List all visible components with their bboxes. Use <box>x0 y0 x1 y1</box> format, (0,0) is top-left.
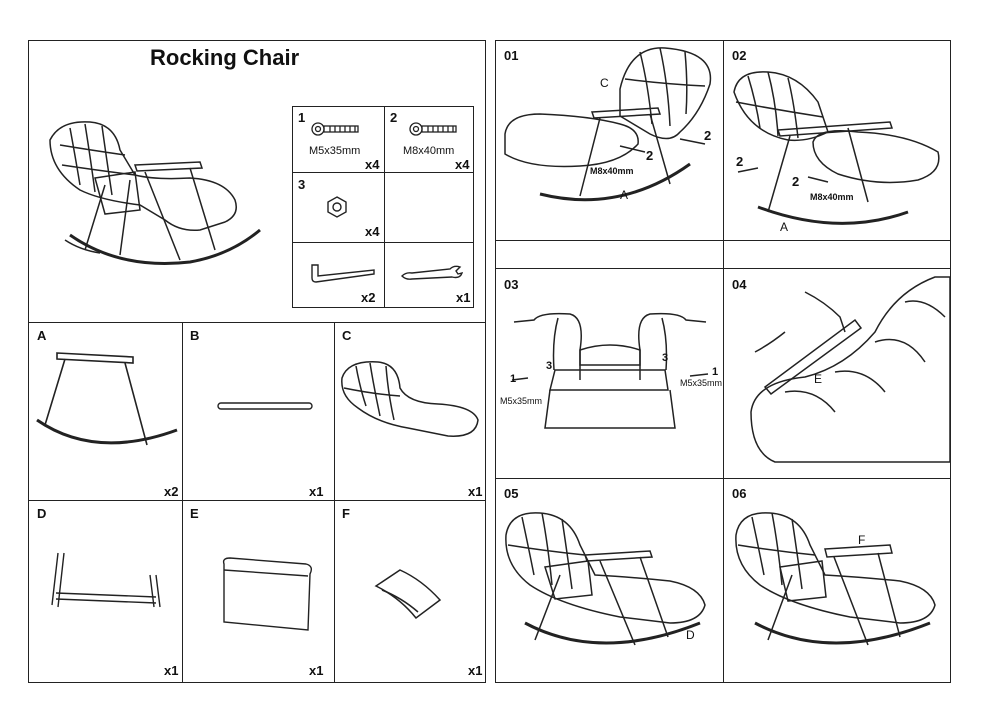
hardware-grid <box>292 106 474 308</box>
step-number: 04 <box>732 277 747 292</box>
divider <box>28 322 486 323</box>
bolt-icon <box>311 122 359 136</box>
hardware-qty: x4 <box>455 157 470 172</box>
hardware-qty: x4 <box>365 157 380 172</box>
parts-grid-hline <box>28 500 486 501</box>
hardware-number: 2 <box>390 110 398 125</box>
steps-grid-hline <box>495 268 951 269</box>
step-04-illustration <box>750 276 951 463</box>
part-a-rocker-frame <box>36 352 178 446</box>
callout-label: 1 <box>712 366 719 378</box>
callout-label: E <box>814 372 823 386</box>
step-number: 03 <box>504 277 519 292</box>
callout-label: D <box>686 628 695 642</box>
step-06-illustration <box>735 512 936 646</box>
hardware-size-label: M5x35mm <box>309 145 361 157</box>
hardware-number: 1 <box>298 110 306 125</box>
callout-label: 2 <box>792 174 800 189</box>
page-title: Rocking Chair <box>150 45 300 70</box>
parts-panel <box>28 40 486 683</box>
callout-label: C <box>600 76 609 90</box>
part-d-crossbar <box>51 552 161 608</box>
callout-label: F <box>858 533 866 547</box>
hardware-qty: x1 <box>456 290 471 305</box>
callout-label: 3 <box>546 360 553 372</box>
steps-grid-hline <box>495 478 951 479</box>
part-letter: D <box>37 506 47 521</box>
callout-label: 2 <box>704 128 712 143</box>
part-letter: C <box>342 328 352 343</box>
part-qty: x1 <box>468 663 483 678</box>
part-letter: E <box>190 506 199 521</box>
hardware-grid-hline <box>292 242 474 243</box>
hardware-size-label: M8x40mm <box>403 145 455 157</box>
nut-icon <box>327 196 347 218</box>
parts-grid-vline <box>182 322 183 683</box>
part-qty: x1 <box>164 663 179 678</box>
part-e-panel <box>222 557 313 631</box>
callout-label: M5x35mm <box>680 378 723 388</box>
callout-label: A <box>780 220 789 234</box>
step-01-illustration <box>504 47 712 202</box>
hardware-qty: x4 <box>365 224 380 239</box>
part-letter: B <box>190 328 200 343</box>
callout-label: 2 <box>646 148 654 163</box>
hardware-grid-vline <box>384 106 385 308</box>
callout-label: A <box>620 188 629 202</box>
callout-label: 2 <box>736 154 744 169</box>
hardware-grid-hline <box>292 172 474 173</box>
callout-label: M8x40mm <box>590 166 634 176</box>
part-letter: F <box>342 506 350 521</box>
callout-label: 3 <box>662 352 669 364</box>
part-qty: x2 <box>164 484 179 499</box>
step-number: 05 <box>504 486 519 501</box>
part-b-bar <box>217 402 313 410</box>
hardware-qty: x2 <box>361 290 376 305</box>
step-number: 01 <box>504 48 519 63</box>
step-05-illustration <box>505 512 706 646</box>
bolt-icon <box>409 122 457 136</box>
step-03-illustration <box>511 312 709 429</box>
part-qty: x1 <box>468 484 483 499</box>
step-number: 06 <box>732 486 747 501</box>
part-f-armrest-pad <box>374 569 442 620</box>
part-c-seat <box>341 361 479 437</box>
steps-grid-vline <box>723 40 724 683</box>
callout-label: M8x40mm <box>810 192 854 202</box>
callout-label: 1 <box>510 373 517 385</box>
part-letter: A <box>37 328 47 343</box>
callout-label: M5x35mm <box>500 396 543 406</box>
hardware-number: 3 <box>298 177 306 192</box>
parts-grid-vline <box>334 322 335 683</box>
steps-grid-hline <box>495 240 951 241</box>
step-number: 02 <box>732 48 747 63</box>
allen-key-icon <box>311 264 375 283</box>
part-qty: x1 <box>309 663 324 678</box>
chair-overview-illustration <box>49 121 261 265</box>
step-02-illustration <box>733 71 940 225</box>
part-qty: x1 <box>309 484 324 499</box>
wrench-icon <box>401 265 464 280</box>
